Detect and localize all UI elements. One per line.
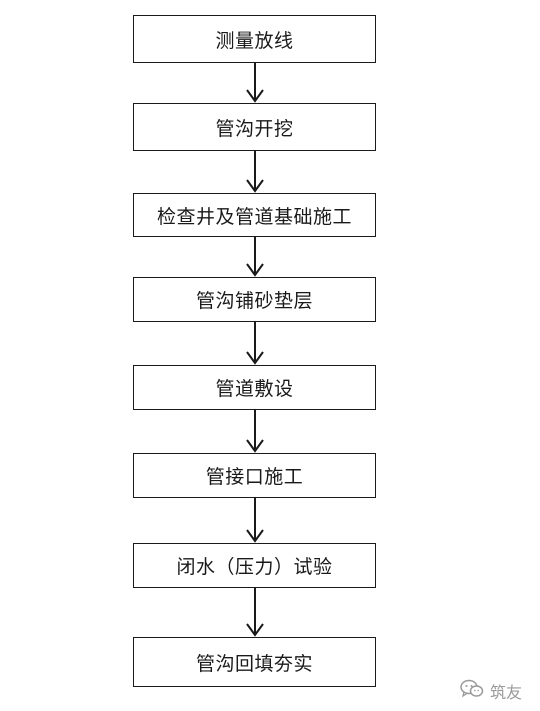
- arrow-down-icon: [245, 588, 265, 637]
- step-8-box: 管沟回填夯实: [133, 637, 376, 687]
- step-6-label: 管接口施工: [205, 466, 304, 488]
- step-7-label: 闭水（压力）试验: [176, 556, 333, 578]
- step-2-box: 管沟开挖: [133, 103, 376, 151]
- arrow-down-icon: [245, 410, 265, 453]
- step-5-box: 管道敷设: [133, 365, 376, 410]
- step-1-box: 测量放线: [133, 15, 376, 63]
- arrow-down-icon: [245, 237, 265, 277]
- step-3-box: 检查井及管道基础施工: [133, 193, 376, 237]
- arrow-down-icon: [245, 322, 265, 365]
- arrow-down-icon: [245, 63, 265, 103]
- step-4-box: 管沟铺砂垫层: [133, 277, 376, 322]
- watermark: 筑友: [460, 679, 522, 703]
- arrow-down-icon: [245, 151, 265, 193]
- watermark-text: 筑友: [489, 683, 522, 702]
- step-6-box: 管接口施工: [133, 453, 376, 498]
- step-2-label: 管沟开挖: [215, 117, 294, 140]
- step-4-label: 管沟铺砂垫层: [195, 290, 313, 312]
- step-8-label: 管沟回填夯实: [195, 652, 313, 675]
- step-7-box: 闭水（压力）试验: [133, 543, 376, 588]
- step-3-label: 检查井及管道基础施工: [156, 205, 352, 228]
- step-1-label: 测量放线: [215, 29, 294, 52]
- step-5-label: 管道敷设: [215, 378, 294, 400]
- arrow-down-icon: [245, 498, 265, 543]
- wechat-logo-icon: [460, 679, 484, 703]
